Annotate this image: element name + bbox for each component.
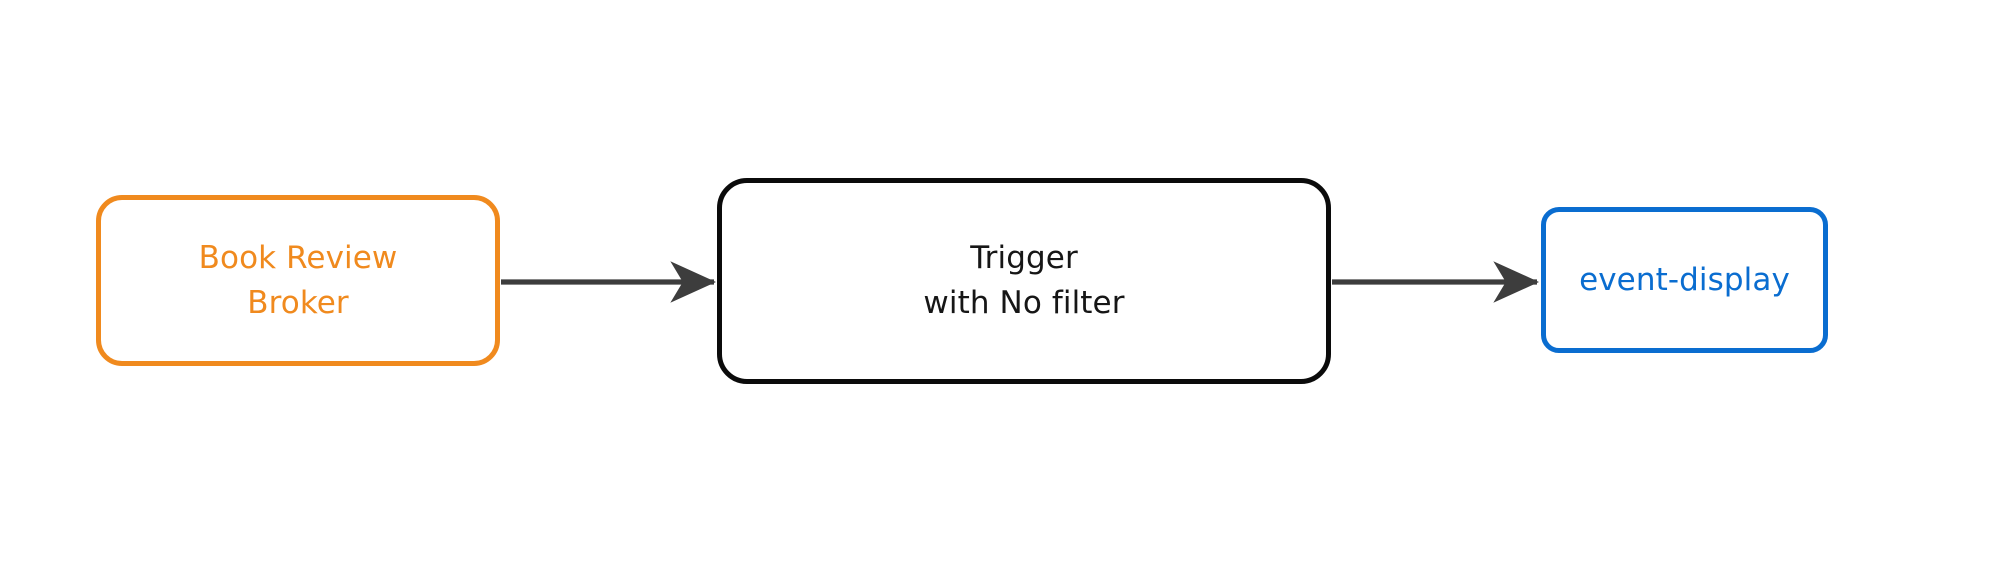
node-trigger-label: Trigger with No filter	[923, 240, 1125, 321]
node-event-display[interactable]: event-display	[1541, 207, 1828, 353]
node-trigger[interactable]: Trigger with No filter	[717, 178, 1331, 384]
node-event-display-label: event-display	[1579, 261, 1790, 298]
node-book-review-broker-label: Book Review Broker	[198, 239, 398, 321]
node-book-review-broker[interactable]: Book Review Broker	[96, 195, 500, 366]
